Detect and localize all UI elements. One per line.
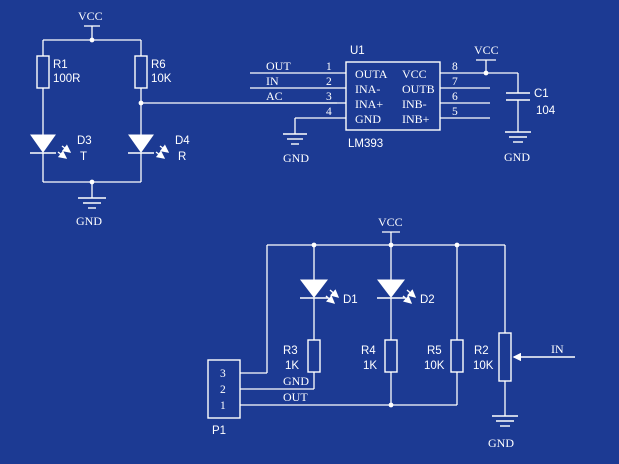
gnd-label: GND (76, 214, 102, 228)
d3-tag: T (80, 151, 87, 163)
p1-ref: P1 (212, 425, 226, 437)
resistor-r3: R3 1K (283, 339, 321, 373)
p1-gnd-net: GND (283, 374, 309, 388)
u1-pin-7: 7 (452, 76, 458, 88)
sensor-wiring (42, 37, 337, 198)
r2-ref: R2 (474, 345, 489, 357)
r4-ref: R4 (361, 345, 376, 357)
net-out-label: OUT (266, 59, 291, 73)
resistor-r1: R1 100R (36, 55, 81, 89)
gnd-symbol-u1: GND (283, 133, 309, 165)
net-in-label: IN (266, 74, 279, 88)
u1-pin-lines-right: VCC (440, 43, 518, 119)
r3-value: 1K (285, 360, 299, 372)
resistor-r6: R6 10K (134, 55, 172, 89)
u1-pin-name-outb: OUTB (402, 82, 435, 96)
r1-ref: R1 (53, 59, 68, 71)
u1-pin-name-inb-plus: INB+ (402, 112, 430, 126)
r6-value: 10K (151, 73, 172, 85)
diode-d1: D1 (299, 279, 358, 306)
u1-part: LM393 (348, 138, 383, 150)
diode-d4: D4 R (128, 134, 190, 163)
u1-pin-6: 6 (452, 91, 458, 103)
vcc-label: VCC (78, 9, 103, 23)
resistor-r5: R5 10K (424, 339, 464, 373)
p1-pin-1: 1 (220, 400, 226, 412)
gnd-label-c1: GND (504, 150, 530, 164)
gnd-label-u1: GND (283, 151, 309, 165)
u1-left-net-labels: OUT IN AC (266, 59, 291, 103)
resistor-r4: R4 1K (361, 339, 398, 373)
connector-p1: 3 2 1 P1 GND OUT (207, 359, 309, 437)
u1-chip: U1 OUTA INA- INA+ GND VCC OUTB INB- INB+… (345, 45, 441, 150)
bottom-wiring (240, 242, 506, 416)
u1-pin-1: 1 (326, 61, 332, 73)
u1-pin-3: 3 (326, 91, 332, 103)
u1-pin-lines-left (250, 72, 346, 134)
u1-pin-name-vcc: VCC (402, 67, 427, 81)
vcc-label-u1: VCC (474, 43, 499, 57)
net-in-label-bottom: IN (551, 342, 564, 356)
u1-pin-4: 4 (326, 106, 332, 118)
u1-pin-name-gnd: GND (355, 112, 381, 126)
u1-pin-8: 8 (452, 61, 458, 73)
u1-pin-name-inb-minus: INB- (402, 97, 427, 111)
d2-ref: D2 (420, 294, 435, 306)
d4-tag: R (178, 151, 186, 163)
p1-out-net: OUT (283, 390, 308, 404)
diode-d3: D3 T (30, 134, 92, 163)
p1-pin-2: 2 (220, 384, 226, 396)
r1-value: 100R (53, 73, 81, 85)
d3-ref: D3 (77, 135, 92, 147)
r5-value: 10K (424, 360, 445, 372)
d4-ref: D4 (175, 135, 190, 147)
u1-ref: U1 (350, 45, 365, 57)
gnd-symbol-bottom: GND (488, 415, 518, 450)
net-ac-label: AC (266, 89, 283, 103)
r5-ref: R5 (427, 345, 442, 357)
c1-ref: C1 (534, 88, 549, 100)
u1-pin-name-outa: OUTA (355, 67, 388, 81)
gnd-symbol-top-left: GND (76, 197, 106, 228)
d1-ref: D1 (343, 294, 358, 306)
diode-d2: D2 (376, 279, 435, 306)
u1-pin-5: 5 (452, 106, 458, 118)
u1-pin-name-ina-plus: INA+ (355, 97, 383, 111)
vcc-symbol-bottom: VCC (378, 215, 403, 245)
r2-value: 10K (473, 360, 494, 372)
r3-ref: R3 (283, 345, 298, 357)
p1-pin-3: 3 (220, 368, 226, 380)
u1-pin-name-ina-minus: INA- (355, 82, 380, 96)
gnd-label-bottom: GND (488, 436, 514, 450)
r6-ref: R6 (151, 59, 166, 71)
r4-value: 1K (363, 360, 377, 372)
vcc-label-bottom: VCC (378, 215, 403, 229)
u1-right-pin-numbers: 8 7 6 5 (452, 61, 458, 118)
capacitor-c1: C1 104 GND (504, 73, 556, 164)
potentiometer-r2: R2 10K IN (473, 332, 575, 382)
c1-value: 104 (536, 105, 556, 117)
u1-left-pin-numbers: 1 2 3 4 (326, 61, 332, 118)
u1-pin-2: 2 (326, 76, 332, 88)
vcc-symbol-top-left: VCC (78, 9, 103, 40)
